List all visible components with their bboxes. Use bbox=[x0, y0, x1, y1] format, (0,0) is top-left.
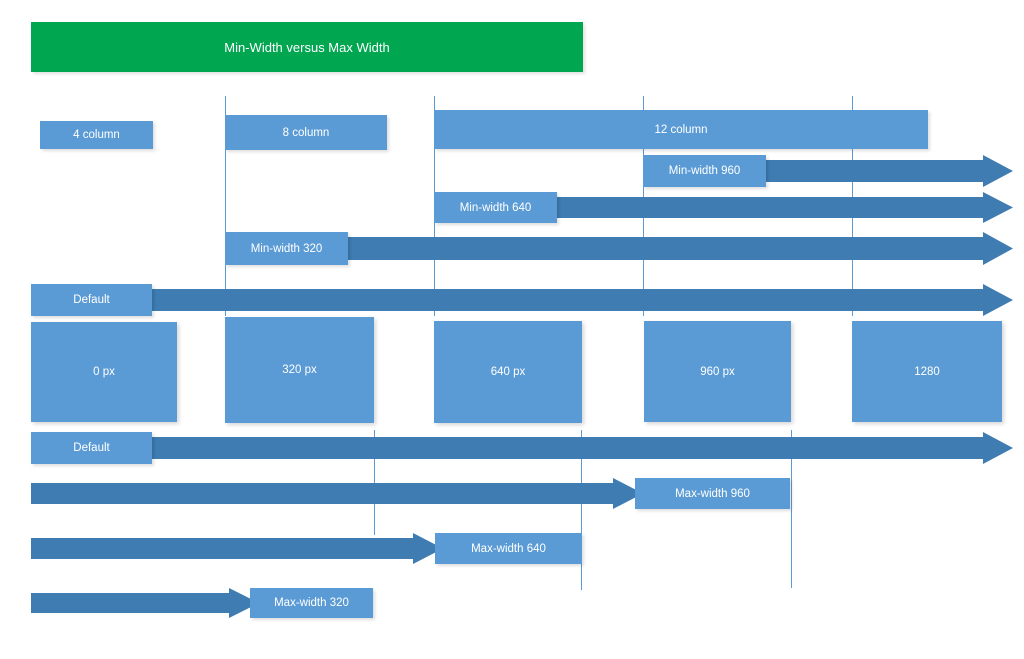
breakpoint-box-320-label: 320 px bbox=[282, 364, 317, 376]
column-bar-8-label: 8 column bbox=[282, 126, 330, 139]
breakpoint-box-1280-label: 1280 bbox=[914, 365, 940, 378]
max-width-640-label[interactable]: Max-width 640 bbox=[435, 533, 582, 564]
gridline-320-upper bbox=[225, 96, 226, 316]
min-width-320-arrow bbox=[225, 232, 1013, 265]
column-bar-4[interactable]: 4 column bbox=[40, 121, 153, 149]
max-width-960-arrow bbox=[31, 478, 643, 509]
breakpoint-box-320[interactable]: 320 px bbox=[225, 317, 374, 423]
max-width-960-label[interactable]: Max-width 960 bbox=[635, 478, 790, 509]
breakpoint-box-640-label: 640 px bbox=[490, 366, 526, 378]
column-bar-8[interactable]: 8 column bbox=[225, 115, 387, 150]
min-width-320-label-text: Min-width 320 bbox=[250, 242, 323, 255]
max-width-320-arrow bbox=[31, 588, 259, 618]
diagram-title-text: Min-Width versus Max Width bbox=[224, 39, 390, 55]
breakpoint-box-0-label: 0 px bbox=[93, 366, 115, 378]
max-width-default-arrow bbox=[31, 432, 1013, 464]
max-width-default-label[interactable]: Default bbox=[31, 432, 152, 464]
breakpoint-box-960[interactable]: 960 px bbox=[644, 321, 791, 422]
min-width-640-label[interactable]: Min-width 640 bbox=[434, 192, 557, 223]
gridline-640-lower bbox=[581, 430, 582, 590]
min-width-default-label-text: Default bbox=[73, 294, 110, 306]
diagram-title: Min-Width versus Max Width bbox=[31, 22, 583, 72]
min-width-960-label[interactable]: Min-width 960 bbox=[643, 155, 766, 187]
column-bar-12-label: 12 column bbox=[654, 123, 708, 136]
min-width-960-label-text: Min-width 960 bbox=[668, 165, 741, 177]
column-bar-12[interactable]: 12 column bbox=[434, 110, 928, 149]
gridline-320-lower bbox=[374, 430, 375, 535]
max-width-320-label-text: Max-width 320 bbox=[274, 597, 349, 609]
breakpoint-box-640[interactable]: 640 px bbox=[434, 321, 582, 423]
max-width-default-label-text: Default bbox=[73, 442, 110, 454]
max-width-640-arrow bbox=[31, 533, 443, 564]
max-width-640-label-text: Max-width 640 bbox=[471, 542, 546, 555]
breakpoint-box-1280[interactable]: 1280 bbox=[852, 321, 1002, 422]
breakpoint-box-960-label: 960 px bbox=[700, 365, 735, 378]
column-bar-4-label: 4 column bbox=[73, 129, 120, 141]
min-width-640-label-text: Min-width 640 bbox=[459, 201, 532, 214]
gridline-960-lower bbox=[791, 430, 792, 588]
min-width-default-label[interactable]: Default bbox=[31, 284, 152, 316]
min-width-default-arrow bbox=[31, 284, 1013, 316]
max-width-320-label[interactable]: Max-width 320 bbox=[250, 588, 373, 618]
breakpoint-box-0[interactable]: 0 px bbox=[31, 322, 177, 422]
max-width-960-label-text: Max-width 960 bbox=[675, 487, 750, 500]
min-width-640-arrow bbox=[434, 192, 1013, 223]
min-width-320-label[interactable]: Min-width 320 bbox=[225, 232, 348, 265]
